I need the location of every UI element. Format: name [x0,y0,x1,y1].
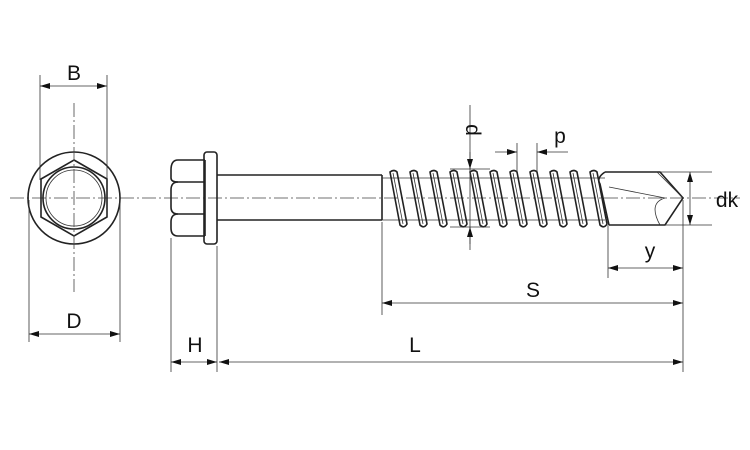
thread-crest-line [592,172,604,225]
dimension-D: D [28,200,121,342]
thread-crest-line [572,172,584,225]
thread-flank [509,169,528,228]
dimension-L: L [219,334,683,365]
thread-flank [489,169,508,228]
label-d: d [461,124,484,136]
thread-flank [529,169,548,228]
thread-crest-line [392,172,404,225]
thread-crest-line [492,172,504,225]
label-L: L [409,334,421,357]
thread-flank [549,169,568,228]
label-dk: dk [716,189,739,212]
dimension-dk: dk [660,171,739,226]
thread-flank [409,169,428,228]
thread-crest-line [472,172,484,225]
thread-crest-line [432,172,444,225]
thread-crest-line [412,172,424,225]
label-S: S [526,279,540,302]
thread-flank [389,169,408,228]
label-D: D [66,310,81,333]
thread-flank [469,169,488,228]
thread-crest-line [532,172,544,225]
thread-flank [429,169,448,228]
label-y: y [645,240,656,263]
thread-flank [569,169,588,228]
thread-flank [589,169,608,228]
dimension-S: S [381,222,683,315]
dimension-d: d [450,105,490,250]
head-end-view [27,103,121,292]
thread-flank [449,169,468,228]
dimension-p: p [495,125,568,172]
label-B: B [67,62,81,85]
dimension-B: B [39,62,108,180]
dimension-H: H [170,238,218,372]
thread-crest-line [552,172,564,225]
thread-crest-line [512,172,524,225]
screw-side-view [170,151,685,245]
dimension-y: y [607,200,684,372]
thread-crest-line [452,172,464,225]
label-H: H [187,334,202,357]
label-p: p [554,125,566,148]
